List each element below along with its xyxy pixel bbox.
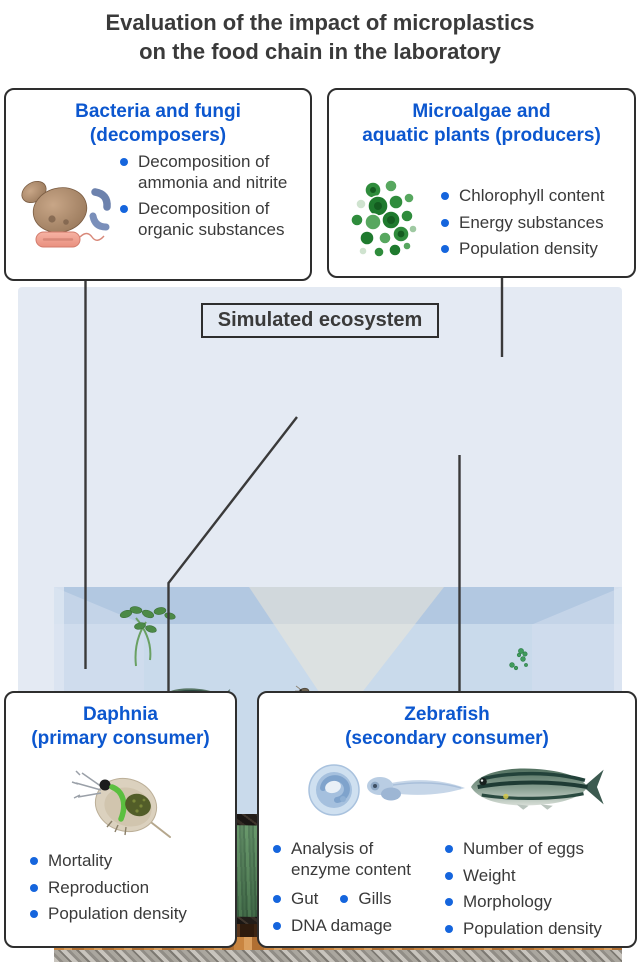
list-item: Number of eggs [445, 839, 631, 860]
bacteria-measure-list: Decomposition of ammonia and nitrite Dec… [120, 152, 308, 247]
zebrafish-measure-list-left2: DNA damage [273, 916, 435, 943]
bacteria-illustration [21, 180, 111, 248]
zebrafish-egg-illustration [308, 764, 360, 816]
zebrafish-measure-list-right: Number of eggs Weight Morphology Populat… [445, 839, 631, 946]
page-title-line2: on the food chain in the laboratory [139, 39, 501, 65]
zebrafish-measure-list-left: Analysis of enzyme content [273, 839, 435, 886]
daphnia-measure-list: Mortality Reproduction Population densit… [30, 851, 230, 931]
bullet-icon [273, 922, 281, 930]
list-item: DNA damage [273, 916, 435, 937]
gut-gills-row: Gut Gills [273, 889, 391, 909]
bullet-icon [445, 898, 453, 907]
microalgae-measure-list: Chlorophyll content Energy substances Po… [441, 186, 636, 266]
microalgae-box: Microalgae and aquatic plants (producers… [327, 88, 636, 278]
microalgae-illustration [350, 179, 418, 258]
list-item: Analysis of enzyme content [273, 839, 435, 880]
bullet-icon [441, 192, 449, 200]
zebrafish-adult-illustration [471, 761, 605, 813]
page-title-line1: Evaluation of the impact of microplastic… [105, 10, 535, 35]
list-item: Morphology [445, 892, 631, 913]
zebrafish-larva-illustration [367, 777, 465, 801]
zebrafish-box-title: Zebrafish (secondary consumer) [345, 704, 549, 749]
bullet-icon [445, 845, 453, 853]
bacteria-box: Bacteria and fungi (decomposers) Decompo… [4, 88, 312, 281]
zebrafish-box: Zebrafish (secondary consumer) Analysis … [257, 691, 637, 948]
bullet-icon [120, 158, 128, 166]
aquarium-frame [18, 287, 622, 962]
bullet-icon [340, 895, 349, 903]
list-item: Reproduction [30, 878, 230, 899]
page-title: Evaluation of the impact of microplastic… [0, 8, 640, 66]
daphnia-illustration [71, 770, 171, 838]
list-item: Chlorophyll content [441, 186, 636, 207]
bullet-icon [445, 925, 453, 934]
bullet-icon [441, 245, 449, 254]
bullet-icon [273, 845, 281, 853]
list-item: Gills [340, 889, 391, 909]
list-item: Energy substances [441, 213, 636, 234]
daphnia-box: Daphnia (primary consumer) Mortality Rep… [4, 691, 237, 948]
list-item: Mortality [30, 851, 230, 872]
bullet-icon [120, 205, 128, 214]
bacteria-box-title: Bacteria and fungi (decomposers) [75, 101, 241, 146]
list-item: Population density [30, 904, 230, 925]
bullet-icon [30, 910, 38, 919]
daphnia-box-title: Daphnia (primary consumer) [31, 704, 210, 749]
algae-particles [509, 648, 528, 671]
list-item: Decomposition of organic substances [120, 199, 308, 240]
floating-plant-illustration [119, 606, 176, 667]
list-item: Gut [273, 889, 318, 909]
list-item: Population density [445, 919, 631, 940]
bullet-icon [273, 895, 281, 903]
list-item: Weight [445, 866, 631, 887]
bullet-icon [445, 871, 453, 880]
ecosystem-label: Simulated ecosystem [201, 303, 439, 338]
bullet-icon [441, 218, 449, 227]
microalgae-box-title: Microalgae and aquatic plants (producers… [362, 101, 601, 146]
list-item: Decomposition of ammonia and nitrite [120, 152, 308, 193]
bullet-icon [30, 857, 38, 865]
bullet-icon [30, 883, 38, 892]
list-item: Population density [441, 239, 636, 260]
